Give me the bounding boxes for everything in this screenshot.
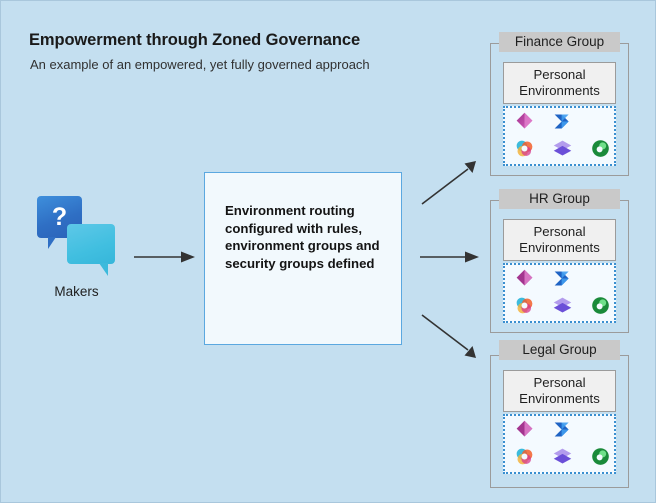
copilot-icon[interactable]: [514, 138, 535, 159]
arrow-makers-to-box: [134, 250, 196, 264]
makers-node: ? Makers: [29, 196, 124, 306]
power-apps-icon[interactable]: [514, 419, 535, 440]
icon-zone-legal: [503, 414, 616, 474]
icon-row-top: [505, 111, 627, 132]
icon-zone-finance: [503, 106, 616, 166]
group-label-finance: Finance Group: [499, 32, 620, 52]
power-pages-icon[interactable]: [552, 295, 573, 316]
power-apps-icon[interactable]: [514, 268, 535, 289]
power-apps-icon[interactable]: [514, 111, 535, 132]
arrow-to-hr: [420, 250, 480, 264]
icon-row-bottom: [505, 138, 627, 159]
power-automate-icon[interactable]: [552, 111, 573, 132]
copilot-icon[interactable]: [514, 295, 535, 316]
icon-row-top: [505, 268, 627, 289]
power-pages-icon[interactable]: [552, 446, 573, 467]
icon-row-bottom: [505, 295, 627, 316]
dataverse-icon[interactable]: [590, 446, 611, 467]
speech-bubble-secondary-icon: [67, 224, 115, 276]
dataverse-icon[interactable]: [590, 295, 611, 316]
power-automate-icon[interactable]: [552, 268, 573, 289]
power-pages-icon[interactable]: [552, 138, 573, 159]
icon-zone-hr: [503, 263, 616, 323]
group-label-hr: HR Group: [499, 189, 620, 209]
page-subtitle: An example of an empowered, yet fully go…: [30, 57, 370, 72]
personal-environments-box-finance: Personal Environments: [503, 62, 616, 104]
personal-environments-box-hr: Personal Environments: [503, 219, 616, 261]
power-automate-icon[interactable]: [552, 419, 573, 440]
arrow-to-finance: [420, 161, 478, 206]
question-mark-icon: ?: [51, 202, 68, 231]
routing-config-box: Environment routing configured with rule…: [204, 172, 402, 345]
icon-row-bottom: [505, 446, 627, 467]
copilot-icon[interactable]: [514, 446, 535, 467]
icon-row-top: [505, 419, 627, 440]
group-label-legal: Legal Group: [499, 340, 620, 360]
routing-config-text: Environment routing configured with rule…: [225, 203, 380, 271]
personal-environments-box-legal: Personal Environments: [503, 370, 616, 412]
arrow-to-legal: [420, 313, 478, 358]
makers-label: Makers: [54, 284, 99, 299]
page-title: Empowerment through Zoned Governance: [29, 31, 361, 49]
dataverse-icon[interactable]: [590, 138, 611, 159]
speech-bubble-primary-icon: [37, 196, 82, 249]
